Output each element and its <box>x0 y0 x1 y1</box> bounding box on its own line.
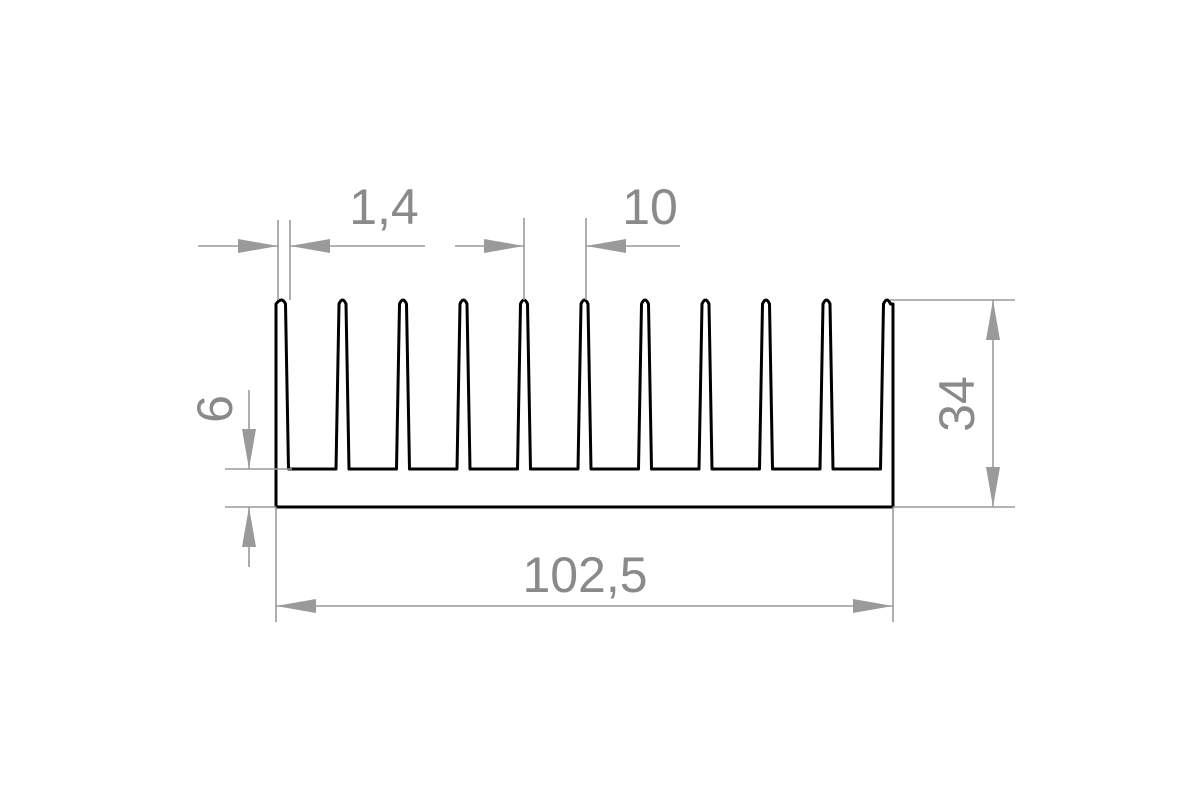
total-height-dimension: 34 <box>890 299 1015 508</box>
fin-thickness-label: 1,4 <box>349 179 419 235</box>
fin-thickness-arrow-left <box>238 239 278 253</box>
total-width-arrow-right <box>853 599 893 613</box>
fin-thickness-arrow-right <box>290 239 330 253</box>
base-thickness-arrow-bottom <box>242 507 256 547</box>
fin-thickness-dimension: 1,4 <box>198 179 425 300</box>
fin-pitch-arrow-left <box>484 239 524 253</box>
total-width-label: 102,5 <box>522 547 647 603</box>
total-width-dimension: 102,5 <box>275 507 894 622</box>
fin-pitch-label: 10 <box>622 179 678 235</box>
base-thickness-arrow-top <box>242 429 256 469</box>
fin-pitch-arrow-right <box>586 239 626 253</box>
base-thickness-label: 6 <box>187 395 243 423</box>
total-width-arrow-left <box>276 599 316 613</box>
total-height-arrow-bottom <box>986 467 1000 507</box>
fin-pitch-dimension: 10 <box>455 179 680 300</box>
heatsink-profile-outline <box>274 298 895 509</box>
total-height-arrow-top <box>986 300 1000 340</box>
total-height-label: 34 <box>929 376 985 432</box>
base-thickness-dimension: 6 <box>187 390 292 567</box>
